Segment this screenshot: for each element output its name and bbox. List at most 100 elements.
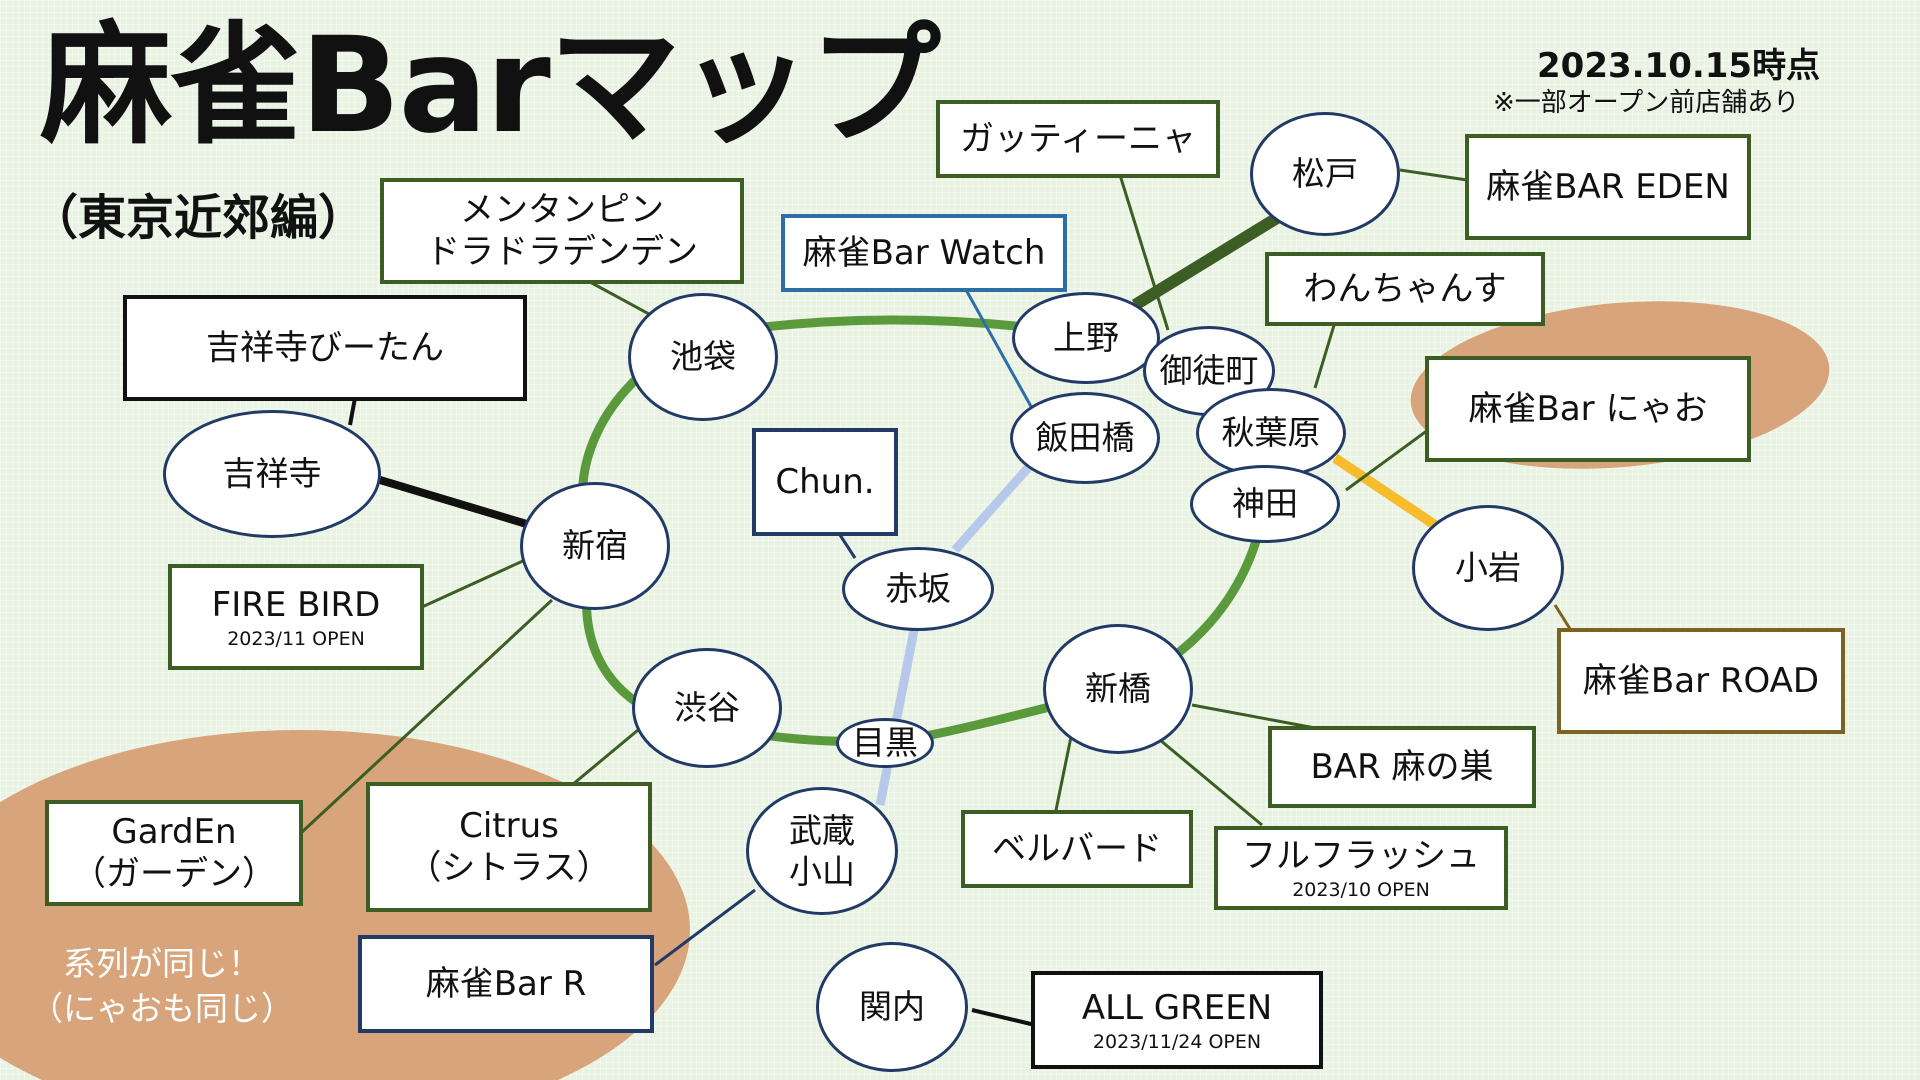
page-subtitle: （東京近郊編） bbox=[30, 190, 367, 246]
station-matsudo[interactable]: 松戸 bbox=[1250, 112, 1400, 236]
bar-name: ALL GREEN bbox=[1081, 988, 1273, 1029]
bar-eden[interactable]: 麻雀BAR EDEN bbox=[1465, 134, 1751, 240]
station-akihabara[interactable]: 秋葉原 bbox=[1196, 388, 1346, 478]
station-label: 吉祥寺 bbox=[222, 454, 322, 494]
station-label: 新宿 bbox=[562, 526, 628, 566]
bar-name: ガッティーニャ bbox=[960, 118, 1196, 159]
bar-name: わんちゃんす bbox=[1303, 268, 1507, 309]
station-label: 飯田橋 bbox=[1035, 418, 1135, 458]
station-label: 目黒 bbox=[852, 723, 918, 763]
bar-name-line2: （シトラス） bbox=[407, 848, 611, 888]
open-date: 2023/10 OPEN bbox=[1292, 878, 1430, 901]
bar-name: 吉祥寺びーたん bbox=[206, 327, 444, 368]
bar-fire-bird[interactable]: FIRE BIRD 2023/11 OPEN bbox=[168, 564, 424, 670]
open-date: 2023/11 OPEN bbox=[227, 627, 365, 650]
bar-name: Chun. bbox=[775, 461, 875, 502]
station-label: 御徒町 bbox=[1159, 351, 1259, 391]
bar-name: BAR 麻の巣 bbox=[1310, 746, 1494, 787]
pre-open-note: ※一部オープン前店舗あり bbox=[1493, 88, 1800, 118]
link-fullflush-shinbashi bbox=[1159, 738, 1263, 827]
bar-name-line1: メンタンピン bbox=[460, 189, 664, 230]
station-shinjuku[interactable]: 新宿 bbox=[520, 482, 670, 610]
station-label: 松戸 bbox=[1292, 154, 1358, 194]
bar-name: 麻雀BAR EDEN bbox=[1486, 166, 1730, 207]
link-firebird-shinjuku bbox=[421, 558, 526, 609]
link-nyao-kanda bbox=[1345, 428, 1429, 492]
station-label: 秋葉原 bbox=[1221, 413, 1321, 453]
station-shibuya[interactable]: 渋谷 bbox=[632, 648, 782, 768]
station-label: 小岩 bbox=[1455, 548, 1521, 588]
bar-name: 麻雀Bar Watch bbox=[802, 232, 1046, 273]
line-ueno-matsudo bbox=[1131, 204, 1294, 311]
bar-name-line1: GardEn bbox=[111, 811, 237, 852]
station-akasaka[interactable]: 赤坂 bbox=[842, 547, 994, 631]
station-shinbashi[interactable]: 新橋 bbox=[1043, 624, 1193, 754]
bar-all-green[interactable]: ALL GREEN 2023/11/24 OPEN bbox=[1031, 971, 1323, 1069]
bar-citrus[interactable]: Citrus （シトラス） bbox=[366, 782, 652, 912]
bar-name-line2: （ガーデン） bbox=[72, 854, 276, 894]
station-kichijoji[interactable]: 吉祥寺 bbox=[163, 410, 381, 538]
bar-watch[interactable]: 麻雀Bar Watch bbox=[781, 214, 1067, 292]
station-label: 小山 bbox=[789, 852, 855, 891]
bar-name-line2: ドラドラデンデン bbox=[426, 232, 698, 272]
bar-name: 麻雀Bar R bbox=[425, 963, 587, 1004]
bar-nyao[interactable]: 麻雀Bar にゃお bbox=[1425, 356, 1751, 462]
station-label: 関内 bbox=[859, 987, 925, 1027]
station-label: 神田 bbox=[1232, 484, 1298, 524]
link-gattinya-okachimachi bbox=[1118, 174, 1170, 331]
bar-wanchans[interactable]: わんちゃんす bbox=[1265, 252, 1545, 326]
station-ikebukuro[interactable]: 池袋 bbox=[628, 293, 778, 421]
station-label: 新橋 bbox=[1085, 669, 1151, 709]
as-of-date: 2023.10.15時点 bbox=[1537, 46, 1821, 86]
bar-name: ベルバード bbox=[992, 828, 1162, 869]
station-label: 上野 bbox=[1053, 318, 1119, 358]
bar-name: FIRE BIRD bbox=[211, 585, 381, 626]
station-kannai[interactable]: 関内 bbox=[816, 942, 968, 1072]
link-garden-shinjuku bbox=[300, 598, 554, 834]
bar-name: 麻雀Bar ROAD bbox=[1582, 660, 1820, 701]
line-kichijoji-shinjuku bbox=[378, 476, 532, 529]
link-wanchans-akihabara bbox=[1313, 321, 1337, 389]
link-allgreen-kannai bbox=[971, 1008, 1036, 1027]
line-iidabashi-akasaka bbox=[951, 457, 1039, 553]
bar-fullflush[interactable]: フルフラッシュ 2023/10 OPEN bbox=[1214, 826, 1508, 910]
page-title: 麻雀Barマップ bbox=[40, 9, 941, 163]
bar-chun[interactable]: Chun. bbox=[752, 428, 898, 536]
station-meguro[interactable]: 目黒 bbox=[836, 718, 934, 768]
bar-name-line1: Citrus bbox=[459, 805, 559, 846]
open-date: 2023/11/24 OPEN bbox=[1092, 1030, 1262, 1053]
link-barr-musashikoyama bbox=[654, 888, 756, 967]
link-watch-iidabashi bbox=[963, 287, 1035, 411]
link-bellbird-shinbashi bbox=[1053, 731, 1074, 816]
link-chun-akasaka bbox=[838, 534, 857, 559]
bar-asanosu[interactable]: BAR 麻の巣 bbox=[1268, 726, 1536, 808]
bar-kichijoji-bitan[interactable]: 吉祥寺びーたん bbox=[123, 295, 527, 401]
bar-road[interactable]: 麻雀Bar ROAD bbox=[1557, 628, 1845, 734]
line-akasaka-musashikoyama bbox=[875, 624, 920, 806]
station-iidabashi[interactable]: 飯田橋 bbox=[1010, 392, 1160, 484]
link-road-koiwa bbox=[1553, 604, 1574, 633]
bar-name: フルフラッシュ bbox=[1242, 836, 1480, 877]
bar-name: 麻雀Bar にゃお bbox=[1468, 388, 1708, 429]
station-musashikoyama[interactable]: 武蔵 小山 bbox=[746, 787, 898, 915]
bar-bellbird[interactable]: ベルバード bbox=[961, 810, 1193, 888]
same-chain-note: 系列が同じ！ （にゃおも同じ） bbox=[30, 942, 294, 1031]
station-kanda[interactable]: 神田 bbox=[1190, 465, 1340, 543]
bar-garden[interactable]: GardEn （ガーデン） bbox=[45, 800, 303, 906]
bar-mahjong-r[interactable]: 麻雀Bar R bbox=[358, 935, 654, 1033]
station-koiwa[interactable]: 小岩 bbox=[1412, 505, 1564, 631]
link-eden-matsudo bbox=[1399, 168, 1468, 182]
station-label: 武蔵 bbox=[789, 810, 855, 850]
link-bitan-kichijoji bbox=[348, 397, 357, 426]
station-label: 池袋 bbox=[670, 337, 736, 377]
line-akihabara-koiwa bbox=[1332, 453, 1438, 530]
station-ueno[interactable]: 上野 bbox=[1012, 292, 1160, 384]
station-label: 赤坂 bbox=[885, 569, 951, 609]
station-label: 渋谷 bbox=[674, 688, 740, 728]
same-chain-note-line2: （にゃおも同じ） bbox=[30, 988, 294, 1028]
bar-mentanpin[interactable]: メンタンピン ドラドラデンデン bbox=[380, 178, 744, 284]
link-citrus-shibuya bbox=[571, 728, 639, 787]
link-asanosu-shinbashi bbox=[1191, 703, 1316, 730]
same-chain-note-line1: 系列が同じ！ bbox=[63, 944, 261, 983]
bar-gattinya[interactable]: ガッティーニャ bbox=[936, 100, 1220, 178]
